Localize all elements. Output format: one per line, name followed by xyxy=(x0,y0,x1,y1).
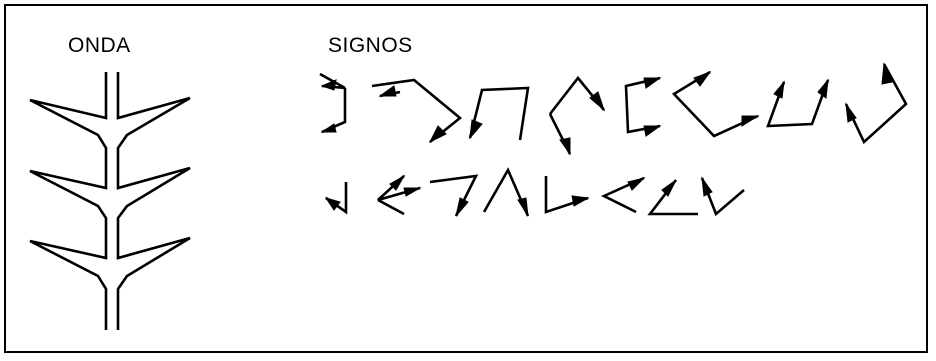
signos-row-1 xyxy=(320,64,906,154)
signo xyxy=(604,178,644,212)
signo xyxy=(378,176,420,214)
signo xyxy=(650,180,698,214)
onda-figure xyxy=(30,72,190,330)
signos-row-2 xyxy=(326,170,744,216)
signo xyxy=(372,80,460,142)
signo xyxy=(320,74,345,132)
signo xyxy=(626,78,660,136)
onda-right-outline xyxy=(118,72,190,330)
signo xyxy=(546,176,588,212)
signo xyxy=(430,176,476,216)
onda-left-outline xyxy=(30,72,106,330)
signo xyxy=(550,78,604,154)
signo xyxy=(674,72,758,136)
signo xyxy=(768,80,828,126)
signo xyxy=(484,170,528,216)
signo xyxy=(846,64,906,142)
signo xyxy=(326,182,346,212)
signo xyxy=(702,178,744,214)
signo xyxy=(470,88,528,140)
